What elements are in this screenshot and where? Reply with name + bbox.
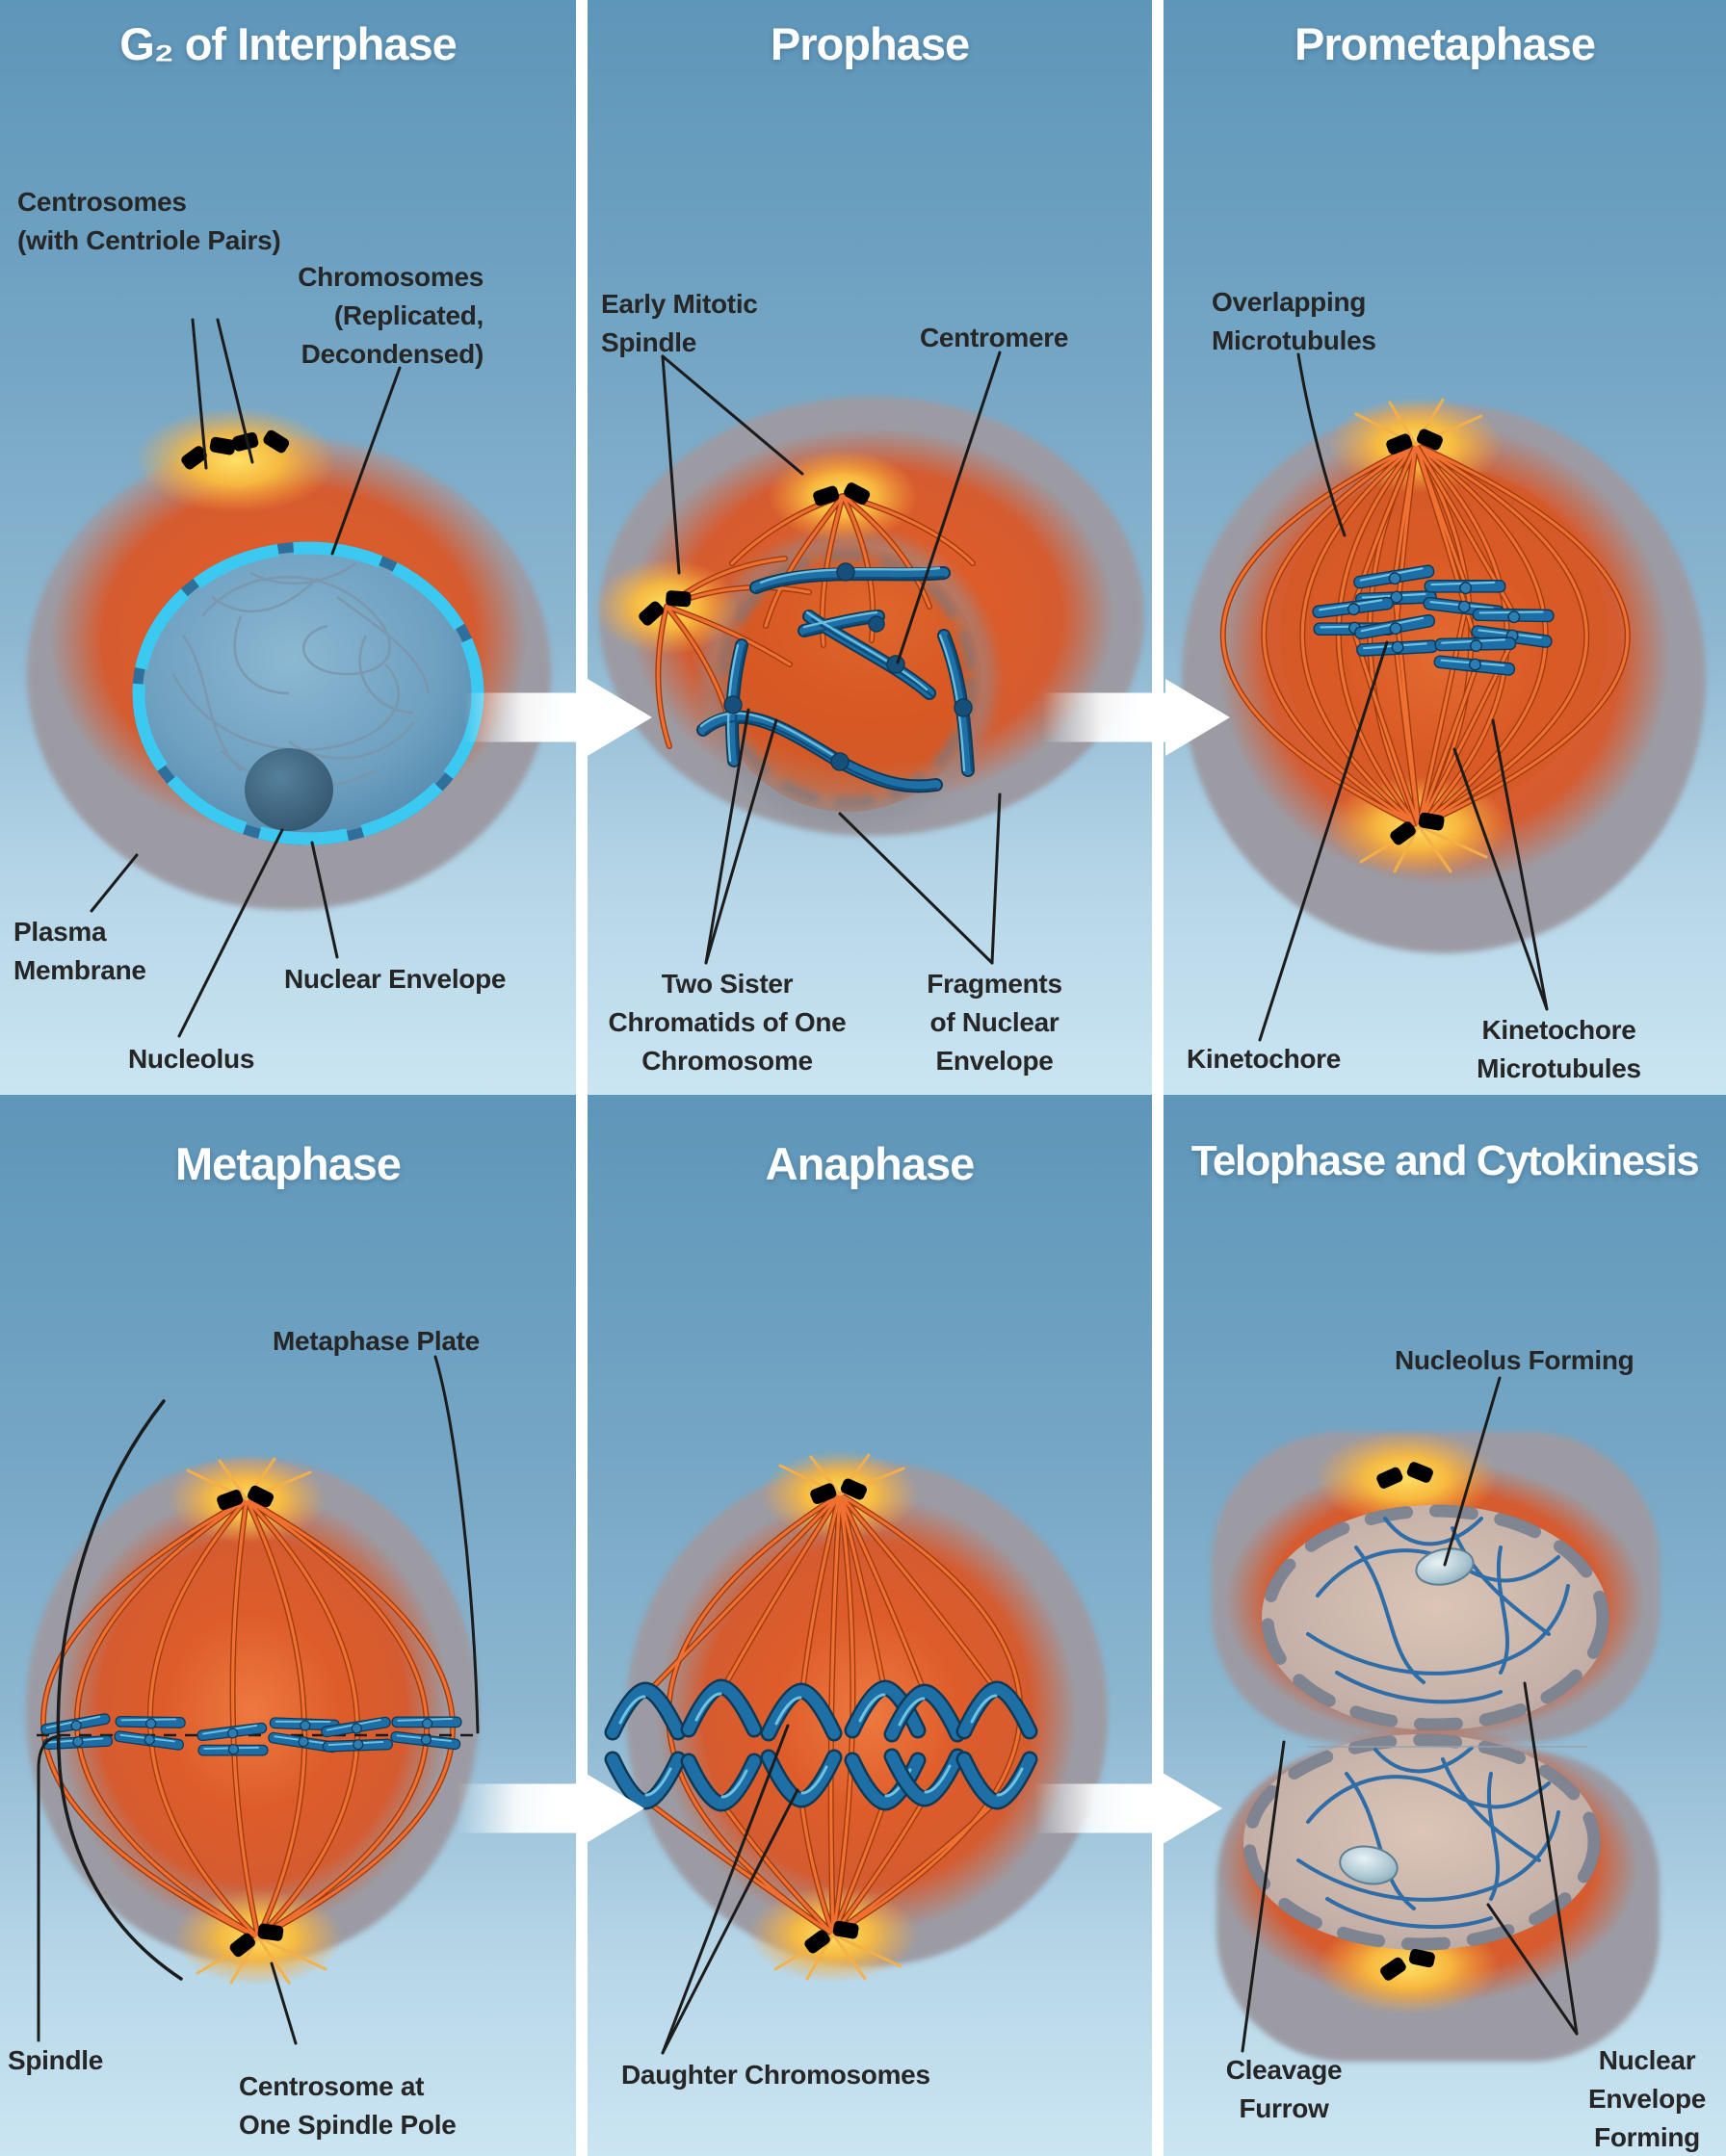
panel-g2-interphase: G₂ of Interphase xyxy=(0,0,576,1095)
centrosome-glow-top xyxy=(1315,1430,1498,1526)
prophase-cell-illustration xyxy=(594,351,1144,965)
next-phase-arrow-icon xyxy=(464,679,652,756)
label-centrosomes: Centrosomes (with Centriole Pairs) xyxy=(17,187,281,255)
panel-title: Telophase and Cytokinesis xyxy=(1190,1137,1700,1184)
leader-lines xyxy=(1241,1376,1579,2053)
metaphase-cell-illustration xyxy=(26,1355,480,2045)
panel-telophase-cytokinesis: Telophase and Cytokinesis xyxy=(1164,1095,1726,2156)
prometaphase-cell-illustration xyxy=(1182,352,1706,1042)
panel-metaphase: Metaphase xyxy=(0,1095,576,2156)
panel-divider xyxy=(576,0,588,2156)
label-nuclear-envelope-forming: Nuclear Envelope Forming xyxy=(1587,2045,1707,2152)
label-nucleolus: Nucleolus xyxy=(128,1044,255,1074)
label-overlapping-microtubules: Overlapping Microtubules xyxy=(1212,287,1376,355)
nuclear-envelope-forming-bottom xyxy=(1242,1733,1601,1951)
label-nucleolus-forming: Nucleolus Forming xyxy=(1395,1345,1634,1375)
panel-title: Anaphase xyxy=(765,1138,976,1189)
label-cleavage-furrow: Cleavage Furrow xyxy=(1225,2055,1343,2123)
label-fragments-nuclear-envelope: Fragments of Nuclear Envelope xyxy=(927,969,1062,1076)
next-phase-arrow-icon xyxy=(1034,1770,1222,1847)
panel-title: Prometaphase xyxy=(1294,18,1596,69)
leader-lines xyxy=(661,351,1002,965)
centromeres xyxy=(723,562,973,771)
panel-prometaphase: Prometaphase xyxy=(1164,0,1726,1095)
anaphase-cell-illustration xyxy=(588,1450,1108,2055)
label-kinetochore: Kinetochore xyxy=(1187,1044,1342,1074)
label-metaphase-plate: Metaphase Plate xyxy=(273,1326,480,1356)
panel-title: G₂ of Interphase xyxy=(119,18,458,69)
nucleus xyxy=(132,541,484,845)
panel-anaphase: Anaphase xyxy=(588,1095,1152,2156)
chromatin-bottom xyxy=(1296,1746,1560,1930)
leader-lines xyxy=(661,1724,799,2055)
panel-divider xyxy=(1152,0,1164,2156)
label-early-mitotic-spindle: Early Mitotic Spindle xyxy=(601,289,758,357)
label-daughter-chromosomes: Daughter Chromosomes xyxy=(621,2060,930,2090)
g2-cell-illustration xyxy=(27,318,551,1038)
nucleolus-forming-body xyxy=(1339,1845,1399,1885)
panel-title: Prophase xyxy=(770,18,970,69)
panel-prophase: Prophase xyxy=(588,0,1152,1095)
nuclear-envelope-forming-top xyxy=(1261,1504,1609,1731)
daughter-cell-top xyxy=(1212,1430,1660,1742)
nucleolus-body xyxy=(245,748,333,831)
daughter-cell-bottom xyxy=(1216,1726,1660,2062)
label-chromosomes: Chromosomes (Replicated, Decondensed) xyxy=(298,262,484,369)
label-centromere: Centromere xyxy=(920,323,1069,352)
condensed-chromosomes xyxy=(696,562,975,793)
spindle-bracket xyxy=(56,1399,183,1981)
label-two-sister-chromatids: Two Sister Chromatids of One Chromosome xyxy=(608,969,847,1076)
next-phase-arrow-icon xyxy=(1042,679,1230,756)
leader-lines xyxy=(90,318,402,1038)
centrosome-glow xyxy=(135,407,337,513)
leader-lines xyxy=(1258,352,1549,1042)
panel-title: Metaphase xyxy=(175,1138,402,1189)
label-centrosome-at-pole: Centrosome at One Spindle Pole xyxy=(239,2071,457,2140)
label-plasma-membrane: Plasma Membrane xyxy=(13,917,146,985)
leader-lines xyxy=(37,1355,480,2045)
nucleolus-forming-body xyxy=(1415,1547,1475,1586)
label-nuclear-envelope: Nuclear Envelope xyxy=(284,964,507,994)
telophase-cells-illustration xyxy=(1212,1376,1660,2062)
next-phase-arrow-icon xyxy=(457,1770,644,1847)
label-spindle: Spindle xyxy=(8,2045,104,2075)
label-kinetochore-microtubules: Kinetochore Microtubules xyxy=(1477,1015,1641,1083)
